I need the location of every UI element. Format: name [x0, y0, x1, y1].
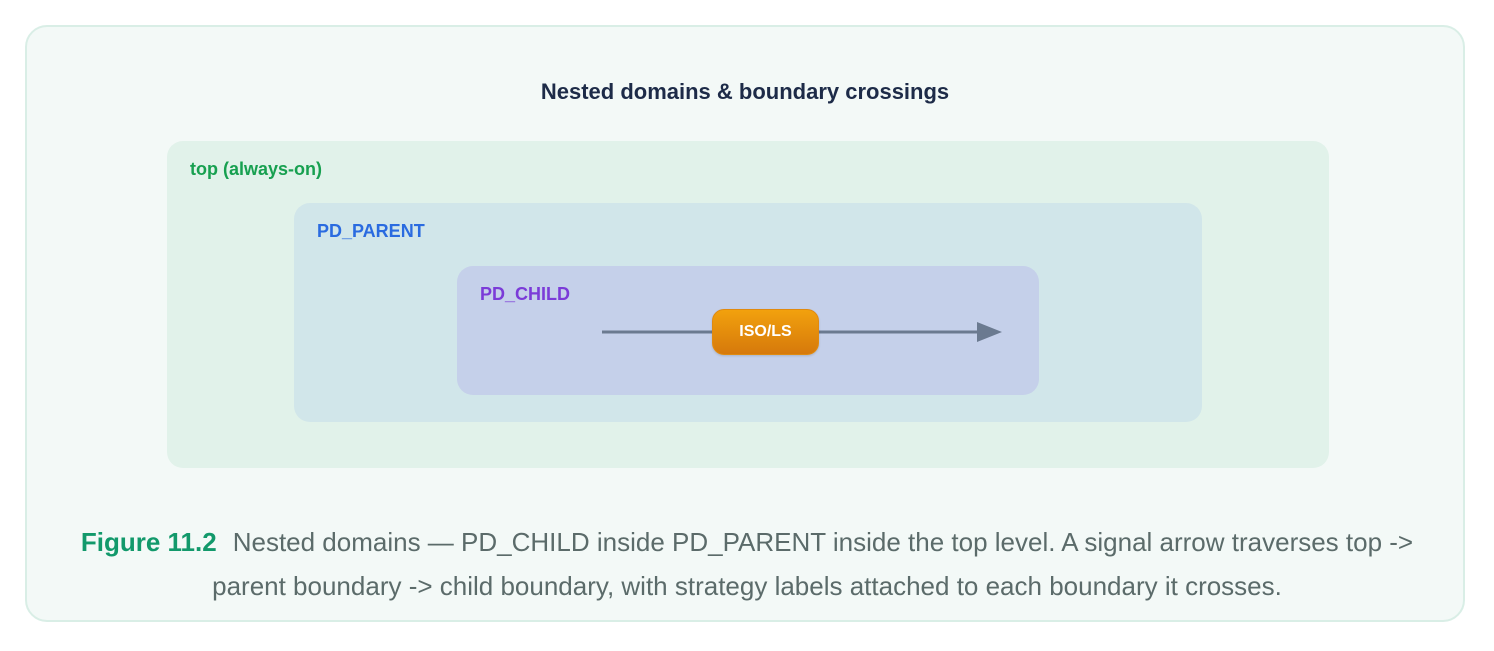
domain-top: top (always-on) PD_PARENT PD_CHILD ISO/L… — [167, 141, 1329, 468]
domain-parent-label: PD_PARENT — [317, 221, 425, 241]
domain-child: PD_CHILD ISO/LS — [457, 266, 1039, 395]
diagram-title: Nested domains & boundary crossings — [540, 79, 950, 104]
figure-number: Figure 11.2 — [80, 527, 217, 557]
caption-text: Nested domains — PD_CHILD inside PD_PARE… — [212, 527, 1414, 601]
domain-top-label: top (always-on) — [190, 159, 323, 179]
domain-child-label: PD_CHILD — [480, 284, 571, 304]
figure-card: Nested domains & boundary crossings top … — [25, 25, 1465, 622]
strategy-label-badge: ISO/LS — [712, 309, 819, 355]
domain-parent: PD_PARENT PD_CHILD ISO/LS — [294, 203, 1202, 422]
signal-arrow-head — [977, 322, 1002, 342]
